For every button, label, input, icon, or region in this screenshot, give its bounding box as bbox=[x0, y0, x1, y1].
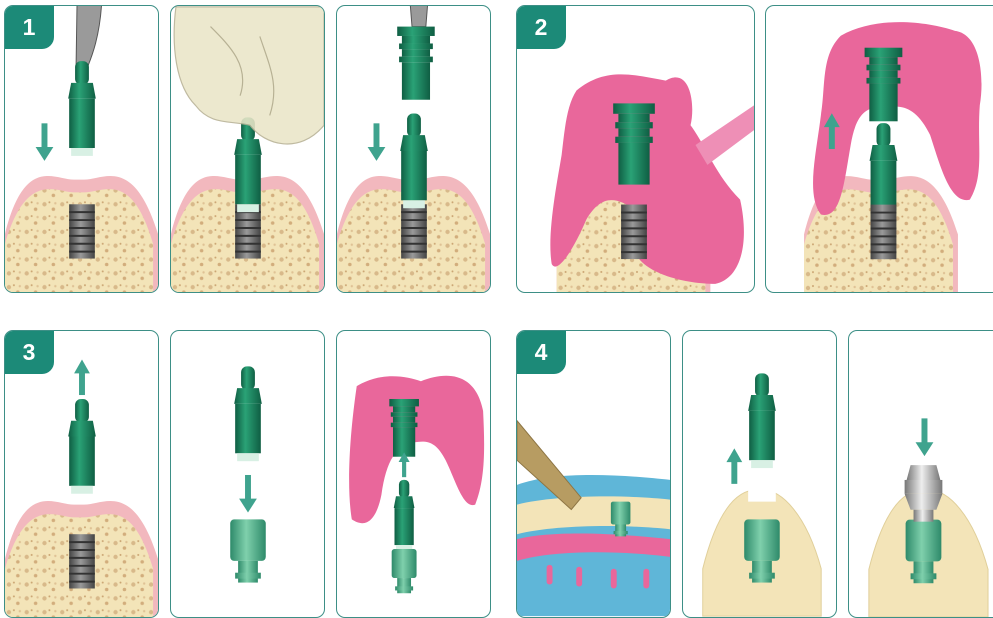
gloved-hand bbox=[174, 7, 324, 144]
impression-post bbox=[394, 480, 415, 551]
syringe bbox=[695, 105, 754, 164]
impression-post bbox=[748, 373, 776, 468]
panel-3a: 3 bbox=[4, 330, 159, 618]
panel-3b-illustration bbox=[171, 331, 324, 617]
implant-analog bbox=[744, 519, 780, 582]
impression-cap bbox=[389, 399, 419, 457]
implant-analog bbox=[392, 549, 417, 593]
impression-cap bbox=[397, 27, 435, 100]
down-arrow-icon bbox=[916, 418, 934, 456]
implant-analog bbox=[230, 519, 266, 582]
step-badge-4: 4 bbox=[516, 330, 566, 374]
implant bbox=[235, 204, 261, 258]
panel-1c-illustration bbox=[337, 6, 490, 292]
impression-post bbox=[870, 123, 898, 218]
panel-4c-illustration bbox=[849, 331, 993, 617]
impression-post bbox=[68, 399, 96, 494]
implant-analog bbox=[906, 520, 942, 584]
impression-post bbox=[400, 113, 428, 208]
impression-cap bbox=[613, 103, 655, 184]
tweezers-icon bbox=[410, 6, 428, 27]
up-arrow-icon bbox=[74, 359, 90, 395]
tweezers-icon bbox=[76, 6, 102, 66]
implant bbox=[401, 204, 427, 258]
down-arrow-icon bbox=[36, 123, 54, 161]
step-badge-1: 1 bbox=[4, 5, 54, 49]
panel-1b-illustration bbox=[171, 6, 324, 292]
implant bbox=[69, 204, 95, 258]
implant bbox=[69, 534, 95, 588]
panel-3b bbox=[170, 330, 325, 618]
down-arrow-icon bbox=[239, 475, 257, 513]
impression-post bbox=[68, 61, 96, 156]
impression-material bbox=[349, 376, 484, 523]
panel-4b bbox=[682, 330, 837, 618]
down-arrow-icon bbox=[368, 123, 386, 161]
implant bbox=[871, 205, 897, 260]
panel-4a: 4 bbox=[516, 330, 671, 618]
step-badge-2: 2 bbox=[516, 5, 566, 49]
implant-analog bbox=[611, 502, 631, 537]
panel-2b-illustration bbox=[766, 6, 993, 292]
panel-2a: 2 bbox=[516, 5, 755, 293]
panel-3c bbox=[336, 330, 491, 618]
impression-post bbox=[234, 366, 262, 461]
step-badge-3: 3 bbox=[4, 330, 54, 374]
panel-4b-illustration bbox=[683, 331, 836, 617]
panel-2b bbox=[765, 5, 993, 293]
panel-1c bbox=[336, 5, 491, 293]
up-arrow-icon bbox=[726, 448, 742, 484]
panel-4c bbox=[848, 330, 993, 618]
panel-3c-illustration bbox=[337, 331, 490, 617]
model-socket bbox=[748, 480, 776, 502]
impression-cap bbox=[865, 48, 903, 122]
implant bbox=[621, 205, 647, 260]
panel-1b bbox=[170, 5, 325, 293]
panel-1a: 1 bbox=[4, 5, 159, 293]
